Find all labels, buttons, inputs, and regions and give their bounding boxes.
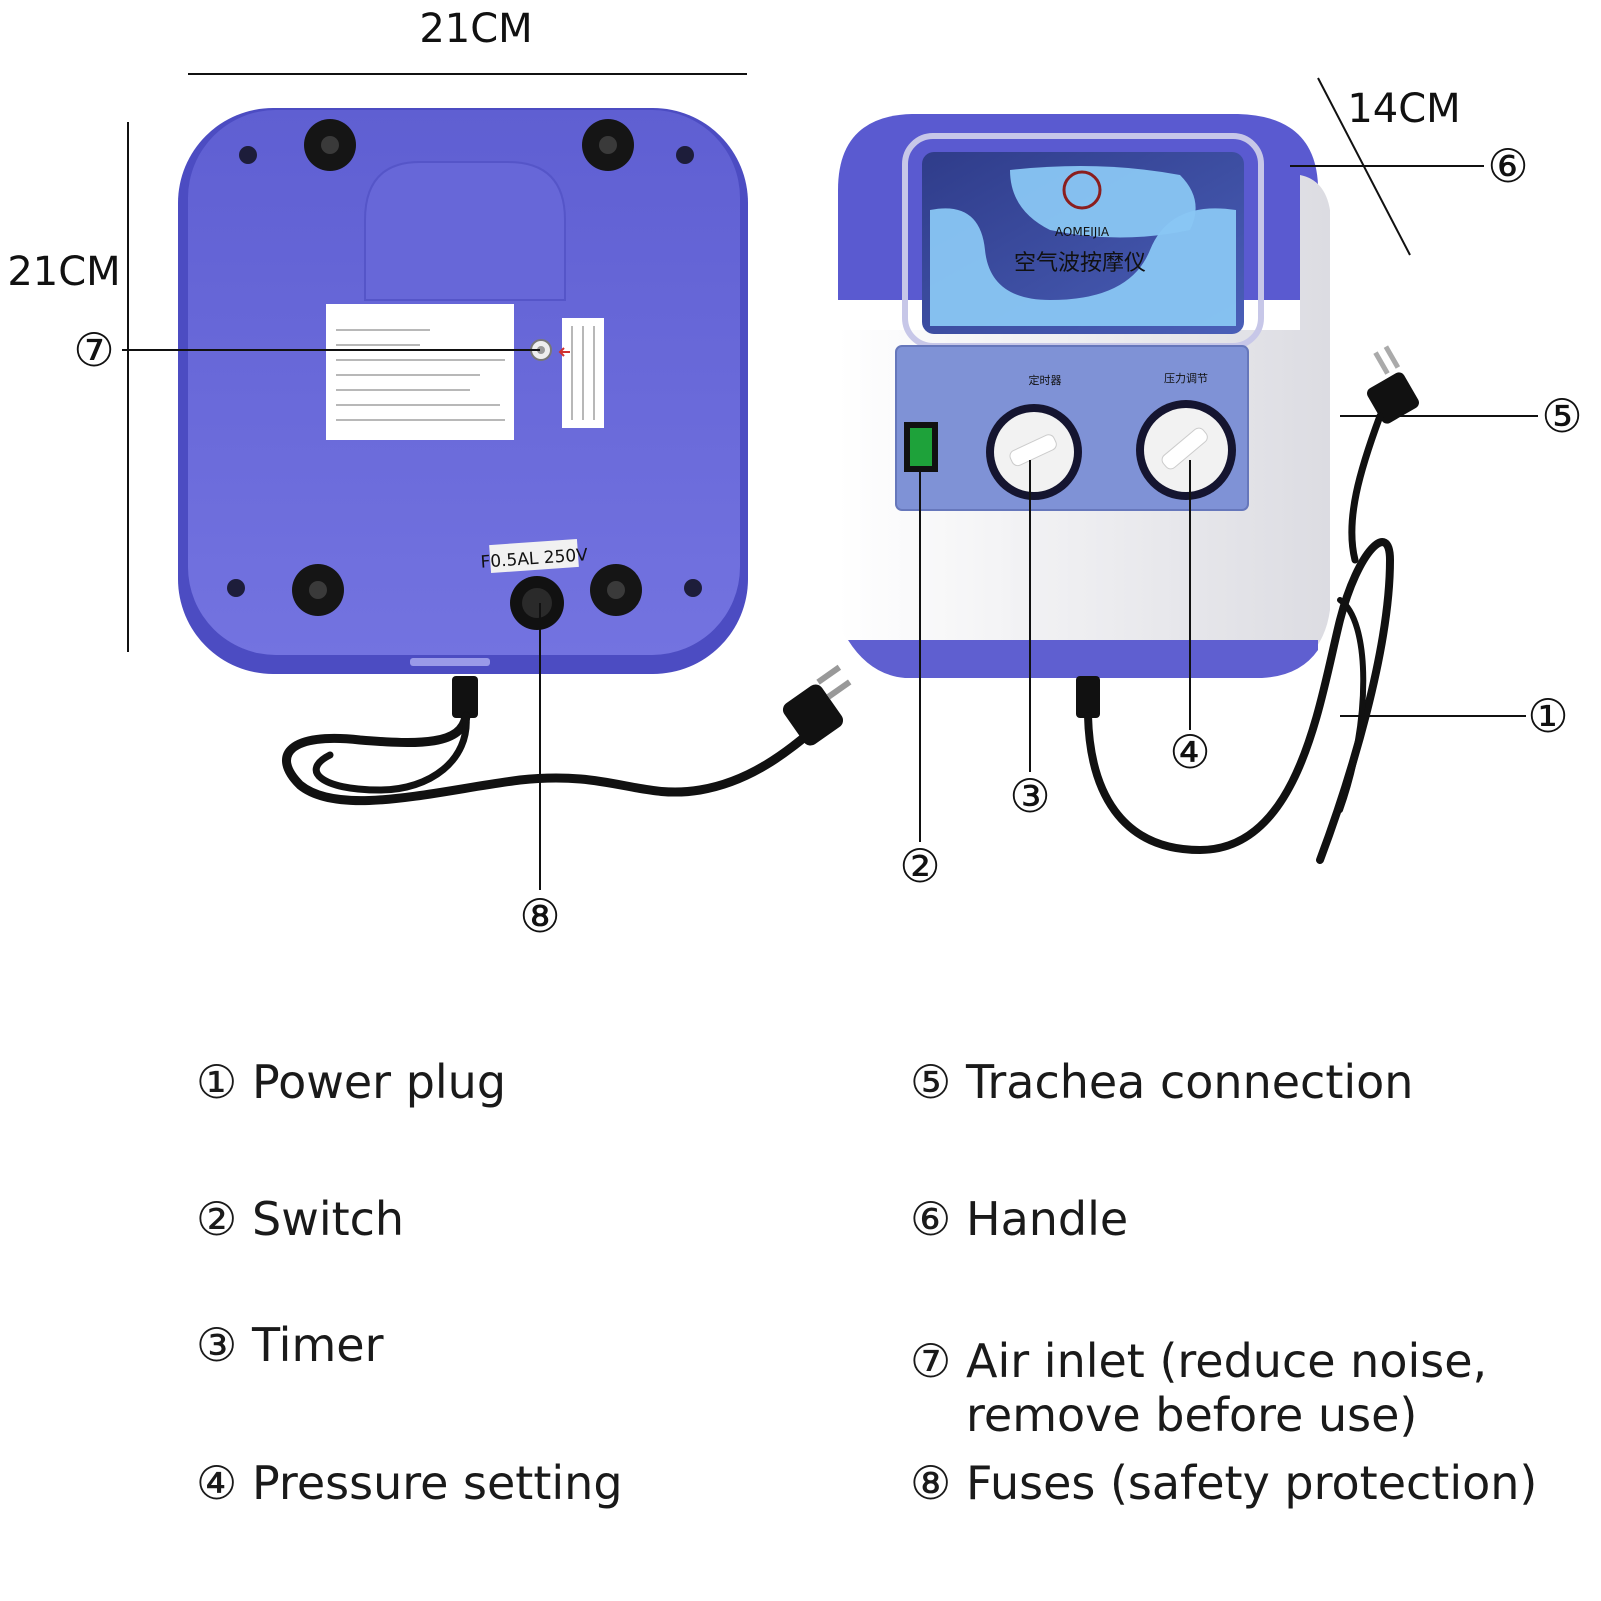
legend-number: ① bbox=[196, 1055, 238, 1109]
brand-logo-icon bbox=[1062, 170, 1102, 210]
power-switch bbox=[904, 422, 938, 472]
brand-name: AOMEIJIA bbox=[1055, 225, 1110, 239]
callout-8: ⑧ bbox=[519, 889, 560, 943]
screw-holes bbox=[227, 146, 702, 597]
callout-2: ② bbox=[899, 839, 940, 893]
legend-label: Power plug bbox=[252, 1055, 507, 1109]
side-plug bbox=[1367, 345, 1419, 424]
device-front-view: AOMEIJIA 空气波按摩仪 定时器 压力调节 bbox=[838, 114, 1419, 864]
legend-number: ④ bbox=[196, 1456, 238, 1510]
legend-label: Air inlet (reduce noise, remove before u… bbox=[966, 1334, 1488, 1442]
dimension-depth-label: 14CM bbox=[1347, 86, 1460, 132]
legend-item-handle: ⑥ Handle bbox=[910, 1192, 1128, 1246]
bottom-power-cord bbox=[282, 676, 833, 806]
legend-item-air-inlet: ⑦ Air inlet (reduce noise, remove before… bbox=[910, 1334, 1487, 1442]
legend-number: ⑥ bbox=[910, 1192, 952, 1246]
timer-dial bbox=[986, 404, 1082, 500]
air-inlet-hole bbox=[537, 346, 545, 354]
legend-number: ⑧ bbox=[910, 1456, 952, 1510]
legend-label: Fuses (safety protection) bbox=[966, 1456, 1538, 1510]
callout-1: ① bbox=[1527, 689, 1568, 743]
legend-label: Timer bbox=[252, 1318, 384, 1372]
rubber-feet bbox=[292, 119, 642, 616]
callout-5: ⑤ bbox=[1541, 389, 1582, 443]
legend-item-trachea-connection: ⑤ Trachea connection bbox=[910, 1055, 1413, 1109]
fuse-holder: F0.5AL 250V bbox=[480, 538, 589, 630]
callout-6: ⑥ bbox=[1487, 139, 1528, 193]
legend-number: ⑦ bbox=[910, 1334, 952, 1388]
dimension-depth-front: 14CM bbox=[1317, 77, 1461, 256]
callout-markers: ⑦ ⑧ ⑥ ⑤ ① ② ③ ④ bbox=[73, 139, 1582, 943]
device-illustration: 21CM 21CM 14CM bbox=[7, 6, 1582, 943]
device-bottom-view: F0.5AL 250V bbox=[178, 108, 852, 806]
legend-label: Pressure setting bbox=[252, 1456, 623, 1510]
callout-7: ⑦ bbox=[73, 323, 114, 377]
callout-3: ③ bbox=[1009, 769, 1050, 823]
legend-label: Trachea connection bbox=[966, 1055, 1414, 1109]
base-trim bbox=[848, 640, 1318, 678]
pressure-dial bbox=[1136, 400, 1236, 500]
side-slot bbox=[410, 658, 490, 666]
product-name: 空气波按摩仪 bbox=[1014, 251, 1146, 276]
bottom-plug bbox=[782, 664, 852, 746]
brand-screen: AOMEIJIA 空气波按摩仪 bbox=[922, 152, 1244, 334]
dimension-height-bottom: 21CM bbox=[7, 122, 129, 652]
legend-item-switch: ② Switch bbox=[196, 1192, 404, 1246]
timer-label: 定时器 bbox=[1029, 373, 1062, 387]
legend-number: ② bbox=[196, 1192, 238, 1246]
legend-item-fuses: ⑧ Fuses (safety protection) bbox=[910, 1456, 1537, 1510]
front-power-cord bbox=[1076, 412, 1395, 864]
dimension-height-label: 21CM bbox=[7, 249, 120, 295]
legend-label: Switch bbox=[252, 1192, 405, 1246]
control-panel: 定时器 压力调节 bbox=[895, 345, 1249, 511]
spec-label-sticker bbox=[326, 304, 604, 440]
callout-4: ④ bbox=[1169, 725, 1210, 779]
legend-number: ③ bbox=[196, 1318, 238, 1372]
battery-cover bbox=[364, 161, 566, 301]
legend-item-pressure-setting: ④ Pressure setting bbox=[196, 1456, 623, 1510]
legend-label: Handle bbox=[966, 1192, 1129, 1246]
legend-item-timer: ③ Timer bbox=[196, 1318, 384, 1372]
callout-leaders bbox=[122, 165, 1538, 890]
pressure-label: 压力调节 bbox=[1164, 372, 1208, 385]
legend-item-power-plug: ① Power plug bbox=[196, 1055, 506, 1109]
legend-number: ⑤ bbox=[910, 1055, 952, 1109]
dimension-width-label: 21CM bbox=[419, 6, 532, 52]
dimension-width-bottom: 21CM bbox=[188, 6, 747, 75]
